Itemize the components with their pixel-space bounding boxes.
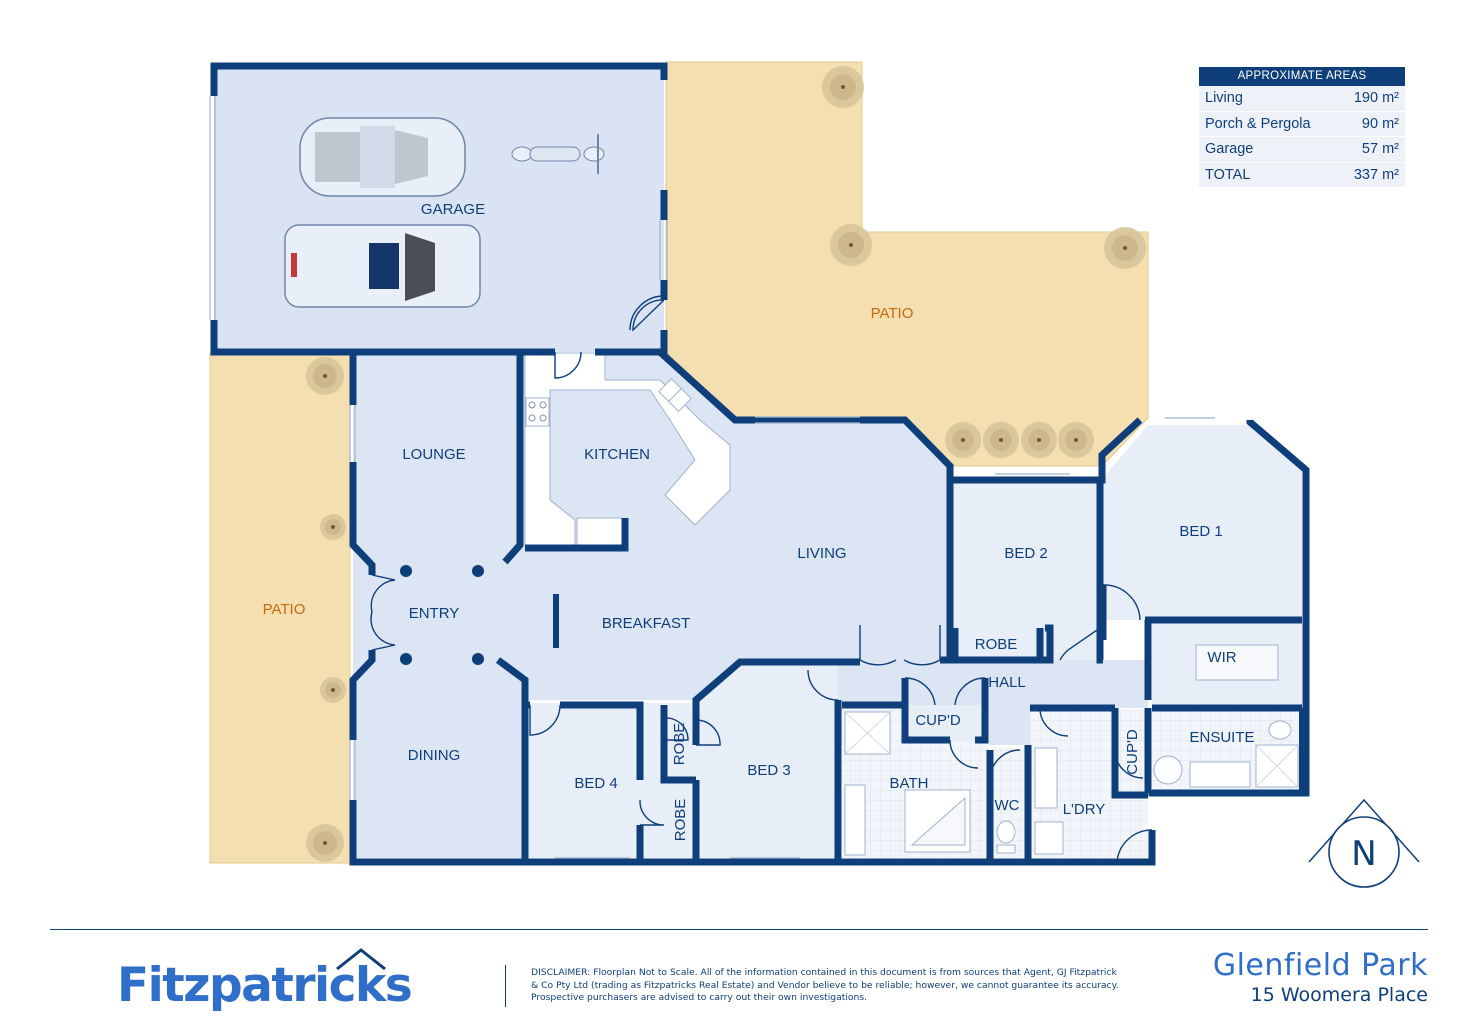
laundry-label: L'DRY [1063,801,1106,818]
door-swings [370,295,1153,863]
roof-icon [336,948,386,971]
ensuite-toilet-icon [1268,720,1292,740]
suburb-title: Glenfield Park [1212,948,1428,983]
vanity-icon [844,784,866,856]
wir-label: WIR [1207,649,1236,666]
shrub-icon [822,66,864,108]
patio-west-area [209,352,351,864]
breakfast-label: BREAKFAST [602,615,690,632]
bed4-label: BED 4 [574,775,617,792]
laundry-tub-icon [1034,747,1058,809]
approximate-areas-table: APPROXIMATE AREAS Living 190 m² Porch & … [1199,67,1405,188]
windows [209,96,1215,859]
shrub-icon [1021,422,1057,458]
compass-icon [1308,798,1420,888]
areas-row: Garage 57 m² [1199,137,1405,163]
shrub-icon [945,422,981,458]
areas-row-value: 57 m² [1361,141,1399,157]
wc-label: WC [995,797,1020,814]
footer-rule [50,929,1428,930]
compass-label: N [1351,834,1376,874]
areas-row-label: Porch & Pergola [1205,115,1311,132]
car-icon [299,117,466,197]
brand-name: Fitzpatricks [117,958,413,1013]
disclaimer-text: DISCLAIMER: Floorplan Not to Scale. All … [531,967,1119,1003]
shrub-icon [306,824,344,862]
areas-row: Living 190 m² [1199,86,1405,112]
footer-divider [505,965,506,1007]
areas-row-label: Living [1205,90,1243,106]
areas-row-value: 190 m² [1353,90,1399,106]
areas-row-label: Garage [1205,141,1254,157]
bed3-area [696,663,838,858]
shrub-icon [306,357,344,395]
areas-row-label: TOTAL [1205,166,1251,183]
lounge-label: LOUNGE [402,446,465,463]
areas-heading: APPROXIMATE AREAS [1199,67,1405,86]
street-address: 15 Woomera Place [1250,984,1428,1006]
shrub-icons [306,66,1146,862]
robe-bed3-label: ROBE [671,723,688,766]
shrub-icon [1058,422,1094,458]
stove-icon [525,397,550,427]
motorbike-icon [511,134,605,174]
entry-columns [400,565,484,665]
bed2-area [953,478,1100,660]
bath-label: BATH [890,775,929,792]
areas-row: TOTAL 337 m² [1199,163,1405,188]
living-label: LIVING [797,545,846,562]
living-zone-area [353,353,950,858]
ensuite-label: ENSUITE [1189,729,1254,746]
sink-icon [658,378,692,412]
shrub-icon [1104,227,1146,269]
brand-logo: Fitzpatricks [117,948,413,1013]
kitchen-label: KITCHEN [584,446,650,463]
shrub-icon [983,422,1019,458]
car-icon [284,224,481,308]
bed2-label: BED 2 [1004,545,1047,562]
robe-bed4-label: ROBE [672,799,689,842]
areas-row-value: 337 m² [1353,166,1399,183]
bed1-label: BED 1 [1179,523,1222,540]
dining-label: DINING [408,747,461,764]
cupd-hall-area [905,705,985,740]
cupd-hall-label: CUP'D [915,712,961,729]
patio-north-area [665,61,1149,467]
areas-row-value: 90 m² [1361,115,1399,132]
toilet-icon [996,820,1016,844]
wir-shelf [1195,644,1279,681]
hall-label: HALL [988,674,1026,691]
shrub-icon [830,224,872,266]
patio-north-label: PATIO [871,305,914,322]
garage-label: GARAGE [421,201,485,218]
shrub-icon [320,514,346,540]
shrub-icon [320,677,346,703]
fridge-space [576,517,623,547]
areas-row: Porch & Pergola 90 m² [1199,112,1405,137]
ensuite-vanity-icon [1189,761,1251,788]
bed1-area [1103,425,1302,620]
walls [210,62,1310,866]
bed3-label: BED 3 [747,762,790,779]
patio-west-label: PATIO [263,601,306,618]
washer-icon [1034,821,1064,855]
entry-label: ENTRY [409,605,460,622]
robe-bed2-label: ROBE [975,636,1018,653]
cupd-laundry-label: CUP'D [1124,729,1141,775]
ensuite-bath-icon [1153,755,1183,785]
